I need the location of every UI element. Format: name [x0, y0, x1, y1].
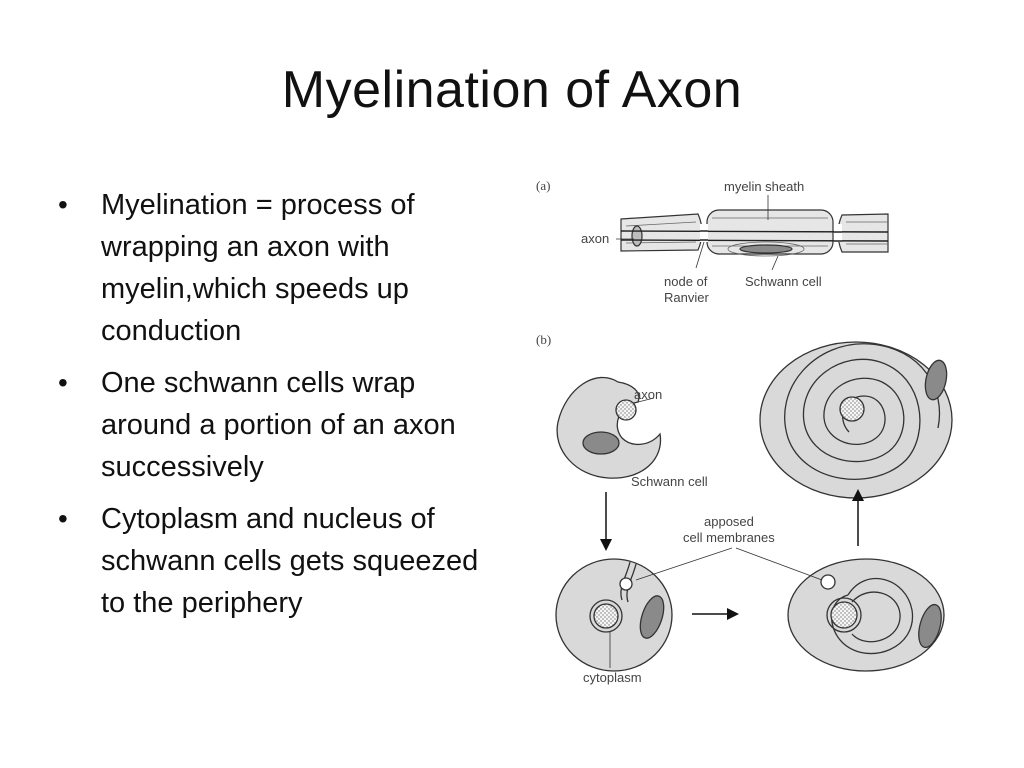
axon-core	[620, 230, 889, 242]
stage-3-spiral	[787, 558, 945, 672]
label-schwann-cell-a: Schwann cell	[745, 274, 822, 289]
membrane-loop-stage-3	[820, 574, 836, 590]
axon-stage-1	[615, 399, 637, 421]
label-axon-b: axon	[634, 387, 662, 402]
axon-stage-4	[839, 396, 865, 422]
apposed-leaders	[635, 547, 823, 581]
label-cytoplasm: cytoplasm	[583, 670, 642, 685]
panel-b-label: (b)	[536, 332, 551, 347]
panel-a-label: (a)	[536, 178, 550, 193]
label-cell-membranes: cell membranes	[683, 530, 775, 545]
myelination-diagram: (a) myelin sheath axon node of Ranvier S…	[536, 178, 953, 685]
label-apposed: apposed	[704, 514, 754, 529]
bullet-marker: •	[58, 367, 68, 398]
bullet-item: • Myelination = process of wrapping an a…	[56, 184, 506, 352]
bullet-text: Cytoplasm and nucleus of schwann cells g…	[101, 503, 479, 619]
bullet-text: Myelination = process of wrapping an axo…	[101, 189, 415, 347]
myelination-figure: (a) myelin sheath axon node of Ranvier S…	[526, 170, 966, 700]
bullet-text: One schwann cells wrap around a portion …	[101, 367, 456, 483]
bullet-marker: •	[58, 189, 68, 220]
label-axon-a: axon	[581, 231, 609, 246]
membrane-loop-stage-2	[619, 577, 633, 591]
axon-stage-3	[830, 601, 858, 629]
myelinated-axon	[620, 209, 889, 257]
bullet-list: • Myelination = process of wrapping an a…	[56, 184, 506, 634]
process-arrows	[600, 489, 864, 620]
nucleus-stage-3	[918, 603, 942, 649]
label-schwann-cell-b: Schwann cell	[631, 474, 708, 489]
panel-a-leaders	[616, 195, 779, 271]
schwann-nucleus	[739, 244, 793, 254]
nucleus-stage-2	[639, 595, 665, 639]
label-myelin-sheath: myelin sheath	[724, 179, 804, 194]
myelin-spiral	[784, 343, 941, 480]
schwann-cell-body	[556, 376, 662, 479]
axon-cut-end	[631, 225, 643, 247]
label-ranvier: Ranvier	[664, 290, 709, 305]
stage-4-myelin	[759, 341, 953, 499]
axon-stage-2	[593, 603, 619, 629]
bullet-item: • One schwann cells wrap around a portio…	[56, 362, 506, 488]
slide-title: Myelination of Axon	[281, 61, 743, 119]
stage-1-schwann-cell	[556, 376, 662, 479]
nucleus-stage-1	[582, 431, 620, 455]
bullet-marker: •	[58, 503, 68, 534]
nucleus-stage-4	[924, 359, 948, 401]
sheath-segment-right	[837, 213, 889, 253]
stage-2-wrapping	[555, 558, 673, 672]
spiral-wrap-inner	[851, 591, 901, 643]
bullet-item: • Cytoplasm and nucleus of schwann cells…	[56, 498, 506, 624]
label-node-of: node of	[664, 274, 708, 289]
